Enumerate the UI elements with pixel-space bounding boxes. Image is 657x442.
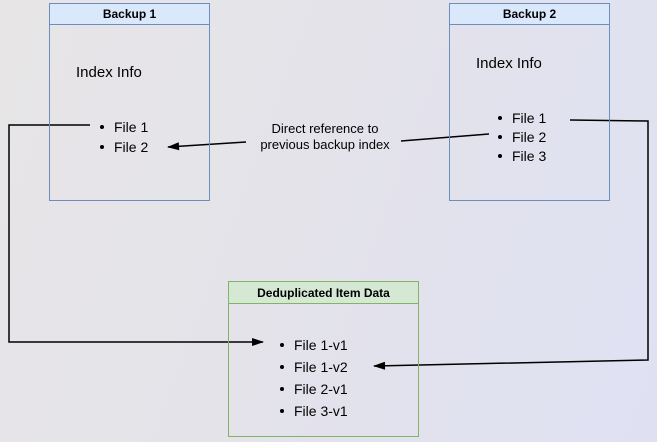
- file-label: File 3: [512, 147, 547, 164]
- dedup-box: Deduplicated Item Data File 1-v1 File 1-…: [228, 281, 419, 437]
- list-item: File 1-v2: [280, 356, 348, 378]
- backup2-title: Backup 2: [450, 4, 609, 25]
- list-item: File 2-v1: [280, 378, 348, 400]
- backup2-index-info: Index Info: [476, 55, 542, 72]
- list-item: File 1-v1: [280, 334, 348, 356]
- backup1-box: Backup 1 Index Info File 1 File 2: [49, 3, 210, 201]
- dedup-file-list: File 1-v1 File 1-v2 File 2-v1 File 3-v1: [280, 334, 348, 422]
- file-label: File 1-v2: [294, 359, 348, 375]
- list-item: File 3-v1: [280, 400, 348, 422]
- backup2-file-list: File 1 File 2 File 3: [498, 108, 546, 165]
- direct-reference-label-line1: Direct reference to: [271, 121, 379, 136]
- file-label: File 1: [512, 109, 547, 126]
- file-label: File 3-v1: [294, 403, 348, 419]
- file-label: File 1: [114, 119, 149, 135]
- backup2-box: Backup 2 Index Info File 1 File 2 File 3: [449, 3, 610, 201]
- list-item: File 1: [498, 108, 546, 127]
- bullet-icon: [498, 153, 502, 158]
- list-item: File 1: [100, 117, 148, 137]
- dedup-title: Deduplicated Item Data: [229, 282, 418, 304]
- list-item: File 2: [498, 127, 546, 146]
- bullet-icon: [280, 387, 284, 391]
- backup1-title: Backup 1: [50, 4, 209, 25]
- direct-reference-label-line2: previous backup index: [260, 137, 390, 152]
- bullet-icon: [498, 115, 502, 120]
- bullet-icon: [280, 409, 284, 413]
- bullet-icon: [280, 365, 284, 369]
- bullet-icon: [100, 125, 104, 129]
- bullet-icon: [498, 134, 502, 139]
- list-item: File 2: [100, 137, 148, 157]
- file-label: File 2: [114, 139, 149, 155]
- backup1-index-info: Index Info: [76, 64, 142, 81]
- bullet-icon: [100, 145, 104, 149]
- file-label: File 2: [512, 128, 547, 145]
- list-item: File 3: [498, 146, 546, 165]
- backup1-file-list: File 1 File 2: [100, 117, 148, 157]
- direct-reference-label: Direct reference to previous backup inde…: [240, 121, 410, 153]
- file-label: File 2-v1: [294, 381, 348, 397]
- bullet-icon: [280, 343, 284, 347]
- file-label: File 1-v1: [294, 337, 348, 353]
